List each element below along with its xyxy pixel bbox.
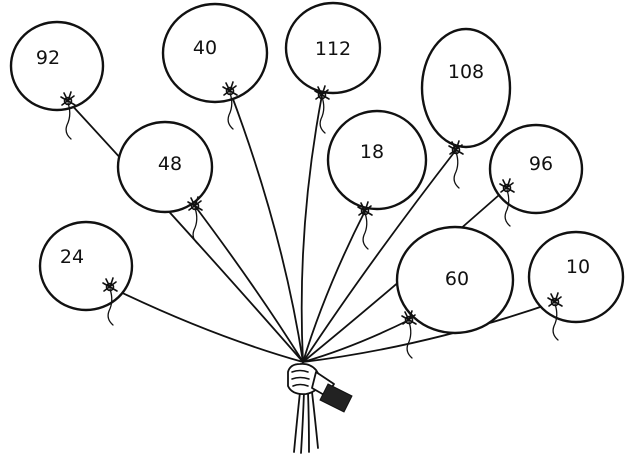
balloon-number-40: 40 bbox=[193, 37, 217, 59]
balloon-tail-10 bbox=[552, 303, 559, 341]
balloon-tail-60 bbox=[406, 321, 413, 359]
balloon-knot-92 bbox=[60, 91, 76, 106]
balloon-string-108 bbox=[302, 149, 457, 363]
balloon-knot-24 bbox=[102, 277, 118, 292]
balloon-40: 40 bbox=[161, 2, 269, 130]
balloon-tail-112 bbox=[319, 96, 326, 134]
balloon-shape-92 bbox=[9, 20, 105, 112]
balloon-tail-92 bbox=[65, 102, 72, 140]
balloon-10: 10 bbox=[527, 230, 625, 341]
hand-holding-strings bbox=[287, 362, 353, 454]
balloon-tail-48 bbox=[192, 207, 199, 245]
balloon-knot-48 bbox=[187, 196, 203, 211]
balloon-96: 96 bbox=[488, 123, 584, 227]
balloon-string-60 bbox=[302, 319, 410, 363]
balloon-knot-40 bbox=[222, 81, 238, 96]
balloon-shape-40 bbox=[161, 2, 269, 104]
balloon-number-60: 60 bbox=[445, 268, 469, 290]
balloon-shape-24 bbox=[38, 220, 134, 312]
balloon-shape-112 bbox=[284, 1, 382, 95]
balloon-knot-96 bbox=[499, 178, 515, 193]
balloon-92: 92 bbox=[9, 20, 105, 140]
balloon-shape-18 bbox=[326, 109, 428, 211]
balloon-string-40 bbox=[229, 90, 304, 363]
balloon-knot-108 bbox=[448, 140, 464, 155]
balloon-18: 18 bbox=[326, 109, 428, 250]
balloon-knot-60 bbox=[401, 310, 417, 325]
balloon-shape-60 bbox=[395, 225, 515, 335]
balloon-number-92: 92 bbox=[36, 47, 60, 69]
balloon-number-112: 112 bbox=[315, 38, 351, 60]
balloon-tail-24 bbox=[107, 288, 114, 326]
balloon-shape-48 bbox=[116, 120, 214, 214]
balloon-string-10 bbox=[302, 301, 556, 363]
balloon-60: 60 bbox=[395, 225, 515, 359]
balloon-tail-40 bbox=[227, 92, 234, 130]
balloon-tail-108 bbox=[453, 151, 460, 189]
balloon-tail-96 bbox=[504, 189, 511, 227]
balloon-knot-112 bbox=[314, 85, 330, 100]
balloon-string-112 bbox=[300, 94, 323, 363]
balloon-shape-108 bbox=[420, 27, 512, 149]
balloon-48: 48 bbox=[116, 120, 214, 245]
balloons-group: 92 40 112 108 48 18 96 24 60 10 bbox=[9, 1, 625, 359]
balloon-24: 24 bbox=[38, 220, 134, 326]
balloon-112: 112 bbox=[284, 1, 382, 134]
balloon-string-24 bbox=[109, 286, 304, 363]
balloon-number-24: 24 bbox=[60, 246, 84, 268]
balloon-string-18 bbox=[302, 210, 366, 363]
balloon-number-108: 108 bbox=[448, 61, 484, 83]
balloon-number-48: 48 bbox=[158, 153, 182, 175]
balloon-knot-10 bbox=[547, 292, 563, 307]
balloon-number-96: 96 bbox=[529, 153, 553, 175]
balloon-string-48 bbox=[194, 205, 304, 363]
balloon-tail-18 bbox=[362, 212, 369, 250]
balloon-number-10: 10 bbox=[566, 256, 590, 278]
balloon-knot-18 bbox=[357, 201, 373, 216]
balloon-108: 108 bbox=[420, 27, 512, 189]
balloon-number-18: 18 bbox=[360, 141, 384, 163]
balloon-strings bbox=[67, 90, 556, 363]
